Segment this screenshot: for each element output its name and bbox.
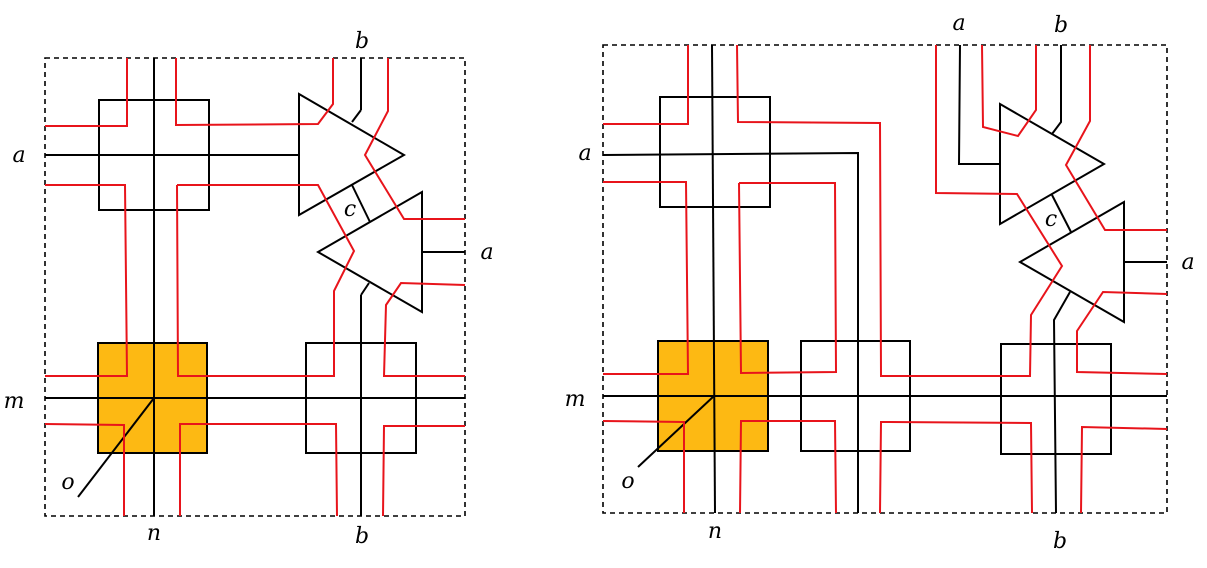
right-square-top <box>659 96 771 208</box>
left-label-o: o <box>61 470 74 495</box>
left-diagram: b a a m c o n b <box>4 29 494 549</box>
right-red-wires <box>602 44 1168 514</box>
right-label-left-m: m <box>565 387 586 412</box>
left-black-wires <box>45 58 465 516</box>
left-label-c: c <box>344 197 356 222</box>
left-label-top-b: b <box>355 29 369 54</box>
left-label-bottom-n: n <box>147 521 161 546</box>
right-label-top-b: b <box>1054 13 1068 38</box>
left-label-bottom-b: b <box>355 524 369 549</box>
left-dashed-frame <box>44 57 466 517</box>
right-label-o: o <box>621 469 634 494</box>
left-label-right-a: a <box>480 240 493 265</box>
right-label-bottom-n: n <box>708 519 722 544</box>
right-label-top-a: a <box>952 11 965 36</box>
right-label-right-a: a <box>1181 250 1194 275</box>
right-label-left-a: a <box>578 141 591 166</box>
right-diagram: a b a a m c o n b <box>565 11 1195 554</box>
left-red-wires <box>44 58 466 517</box>
left-label-left-m: m <box>4 389 25 414</box>
right-label-bottom-b: b <box>1053 529 1067 554</box>
right-black-wires <box>602 44 1167 514</box>
right-dashed-frame <box>602 44 1168 514</box>
right-label-c: c <box>1045 207 1057 232</box>
left-label-left-a: a <box>12 143 25 168</box>
